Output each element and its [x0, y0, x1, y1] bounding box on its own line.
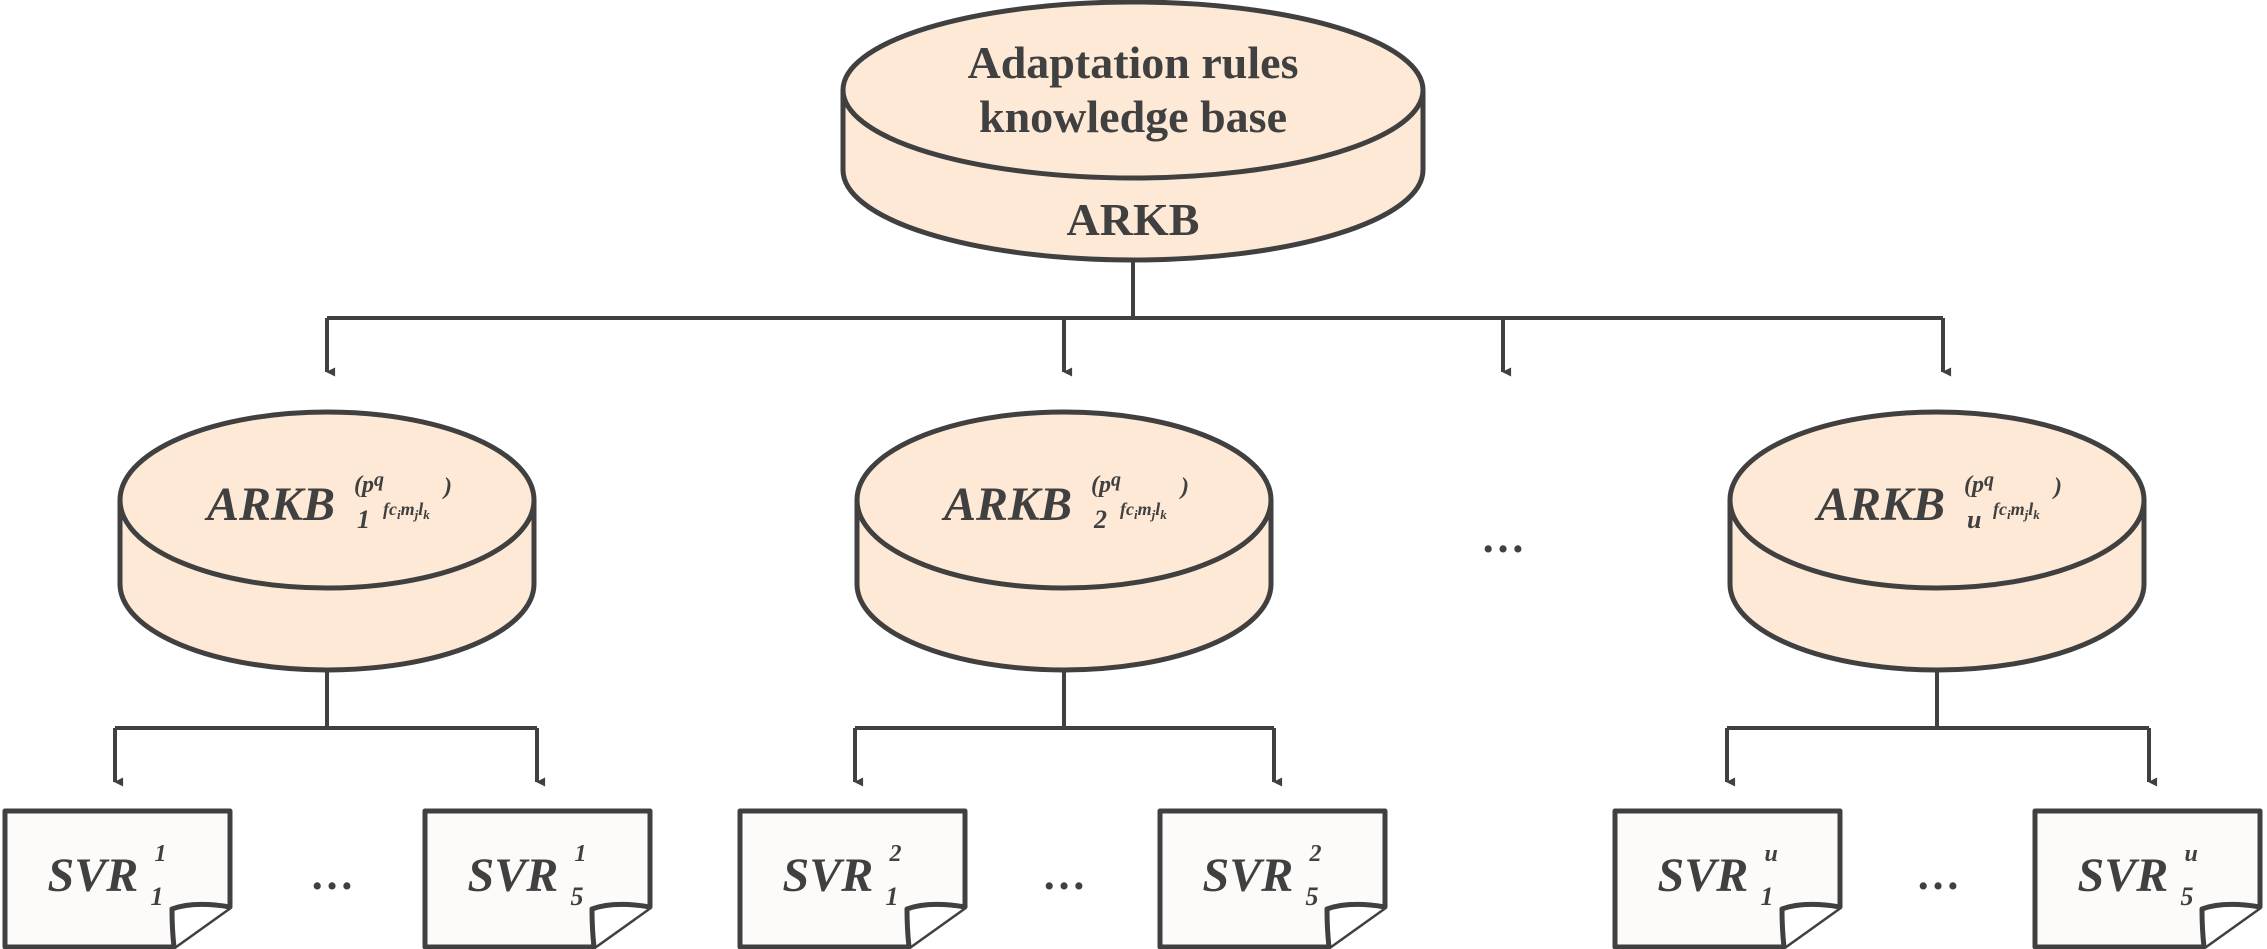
svr-ellipsis: … [310, 850, 354, 899]
sub-cylinder-top [854, 409, 1274, 591]
svr-document: SVR u 5 [2032, 808, 2263, 949]
page-curl-icon [904, 901, 966, 948]
sub-base-name: ARKB [204, 478, 335, 531]
sub-base-name: ARKB [941, 478, 1072, 531]
sub-base-sup-p: (pq [1091, 469, 1121, 498]
sub-base-name: ARKB [1814, 478, 1945, 531]
sub-cylinder-top [117, 409, 537, 591]
svr-label: SVR [783, 849, 874, 902]
sub-base-sup-p: (pq [354, 469, 384, 498]
page-curl-icon [589, 901, 651, 948]
svr-superscript: 1 [155, 841, 167, 867]
sub-base-cylinder-1: ARKB 1 (pq fcimjlk ) [117, 409, 537, 673]
svr-document: SVR 1 5 [422, 808, 653, 949]
sub-base-sup-close: ) [2052, 474, 2062, 500]
svr-ellipsis: … [1916, 850, 1960, 899]
root-title-line2: knowledge base [979, 91, 1287, 142]
svr-document: SVR 1 1 [2, 808, 233, 949]
svr-subscript: 5 [1306, 882, 1319, 911]
svr-subscript: 1 [151, 882, 164, 911]
sub-base-cylinder-u: ARKB u (pq fcimjlk ) [1727, 409, 2147, 673]
page-curl-icon [1779, 901, 1841, 948]
svr-label: SVR [2078, 849, 2169, 902]
svr-superscript: 1 [575, 841, 587, 867]
svr-superscript: 2 [1309, 841, 1322, 867]
svr-label: SVR [468, 849, 559, 902]
sub-base-ellipsis: … [1481, 513, 1525, 562]
sub-base-sup-p: (pq [1964, 469, 1994, 498]
group-connectors [113, 672, 2158, 787]
svr-subscript: 1 [1761, 882, 1774, 911]
svr-superscript: u [1765, 841, 1778, 867]
sub-base-sup-close: ) [1179, 474, 1189, 500]
sub-base-index: 2 [1093, 505, 1107, 534]
sub-base-cylinder-2: ARKB 2 (pq fcimjlk ) [854, 409, 1274, 673]
sub-cylinder-top [1727, 409, 2147, 591]
svr-document: SVR 2 1 [737, 808, 968, 949]
svr-subscript: 5 [571, 882, 584, 911]
sub-base-sup-fcimjlk: fcimjlk [1120, 499, 1167, 522]
sub-base-label: ARKB [204, 478, 335, 531]
svr-subscript: 1 [886, 882, 899, 911]
sub-base-label: ARKB [941, 478, 1072, 531]
page-curl-icon [2199, 901, 2261, 948]
svr-ellipsis: … [1042, 850, 1086, 899]
svr-document: SVR 2 5 [1157, 808, 1388, 949]
page-curl-icon [169, 901, 231, 948]
page-curl-icon [1324, 901, 1386, 948]
svr-label: SVR [1658, 849, 1749, 902]
svr-document: SVR u 1 [1612, 808, 1843, 949]
sub-base-sup-close: ) [442, 474, 452, 500]
svr-label: SVR [1203, 849, 1294, 902]
svr-label: SVR [48, 849, 139, 902]
svr-superscript: 2 [889, 841, 902, 867]
root-abbr: ARKB [1067, 194, 1200, 245]
sub-base-index: 1 [357, 505, 370, 534]
root-title-line1: Adaptation rules [968, 37, 1299, 88]
svr-documents: SVR 1 1 SVR 1 5 … SVR 2 1 SVR 2 5 … SVR u 1 SVR u 5 … [2, 808, 2263, 949]
sub-base-label: ARKB [1814, 478, 1945, 531]
svr-subscript: 5 [2181, 882, 2194, 911]
root-cylinder-top [840, 0, 1426, 181]
sub-base-sup-fcimjlk: fcimjlk [383, 499, 430, 522]
svr-superscript: u [2185, 841, 2198, 867]
sub-base-sup-fcimjlk: fcimjlk [1993, 499, 2040, 522]
root-knowledge-base-cylinder: Adaptation rules knowledge base ARKB [840, 0, 1426, 263]
sub-base-index: u [1967, 505, 1981, 534]
root-connectors [325, 260, 1952, 377]
